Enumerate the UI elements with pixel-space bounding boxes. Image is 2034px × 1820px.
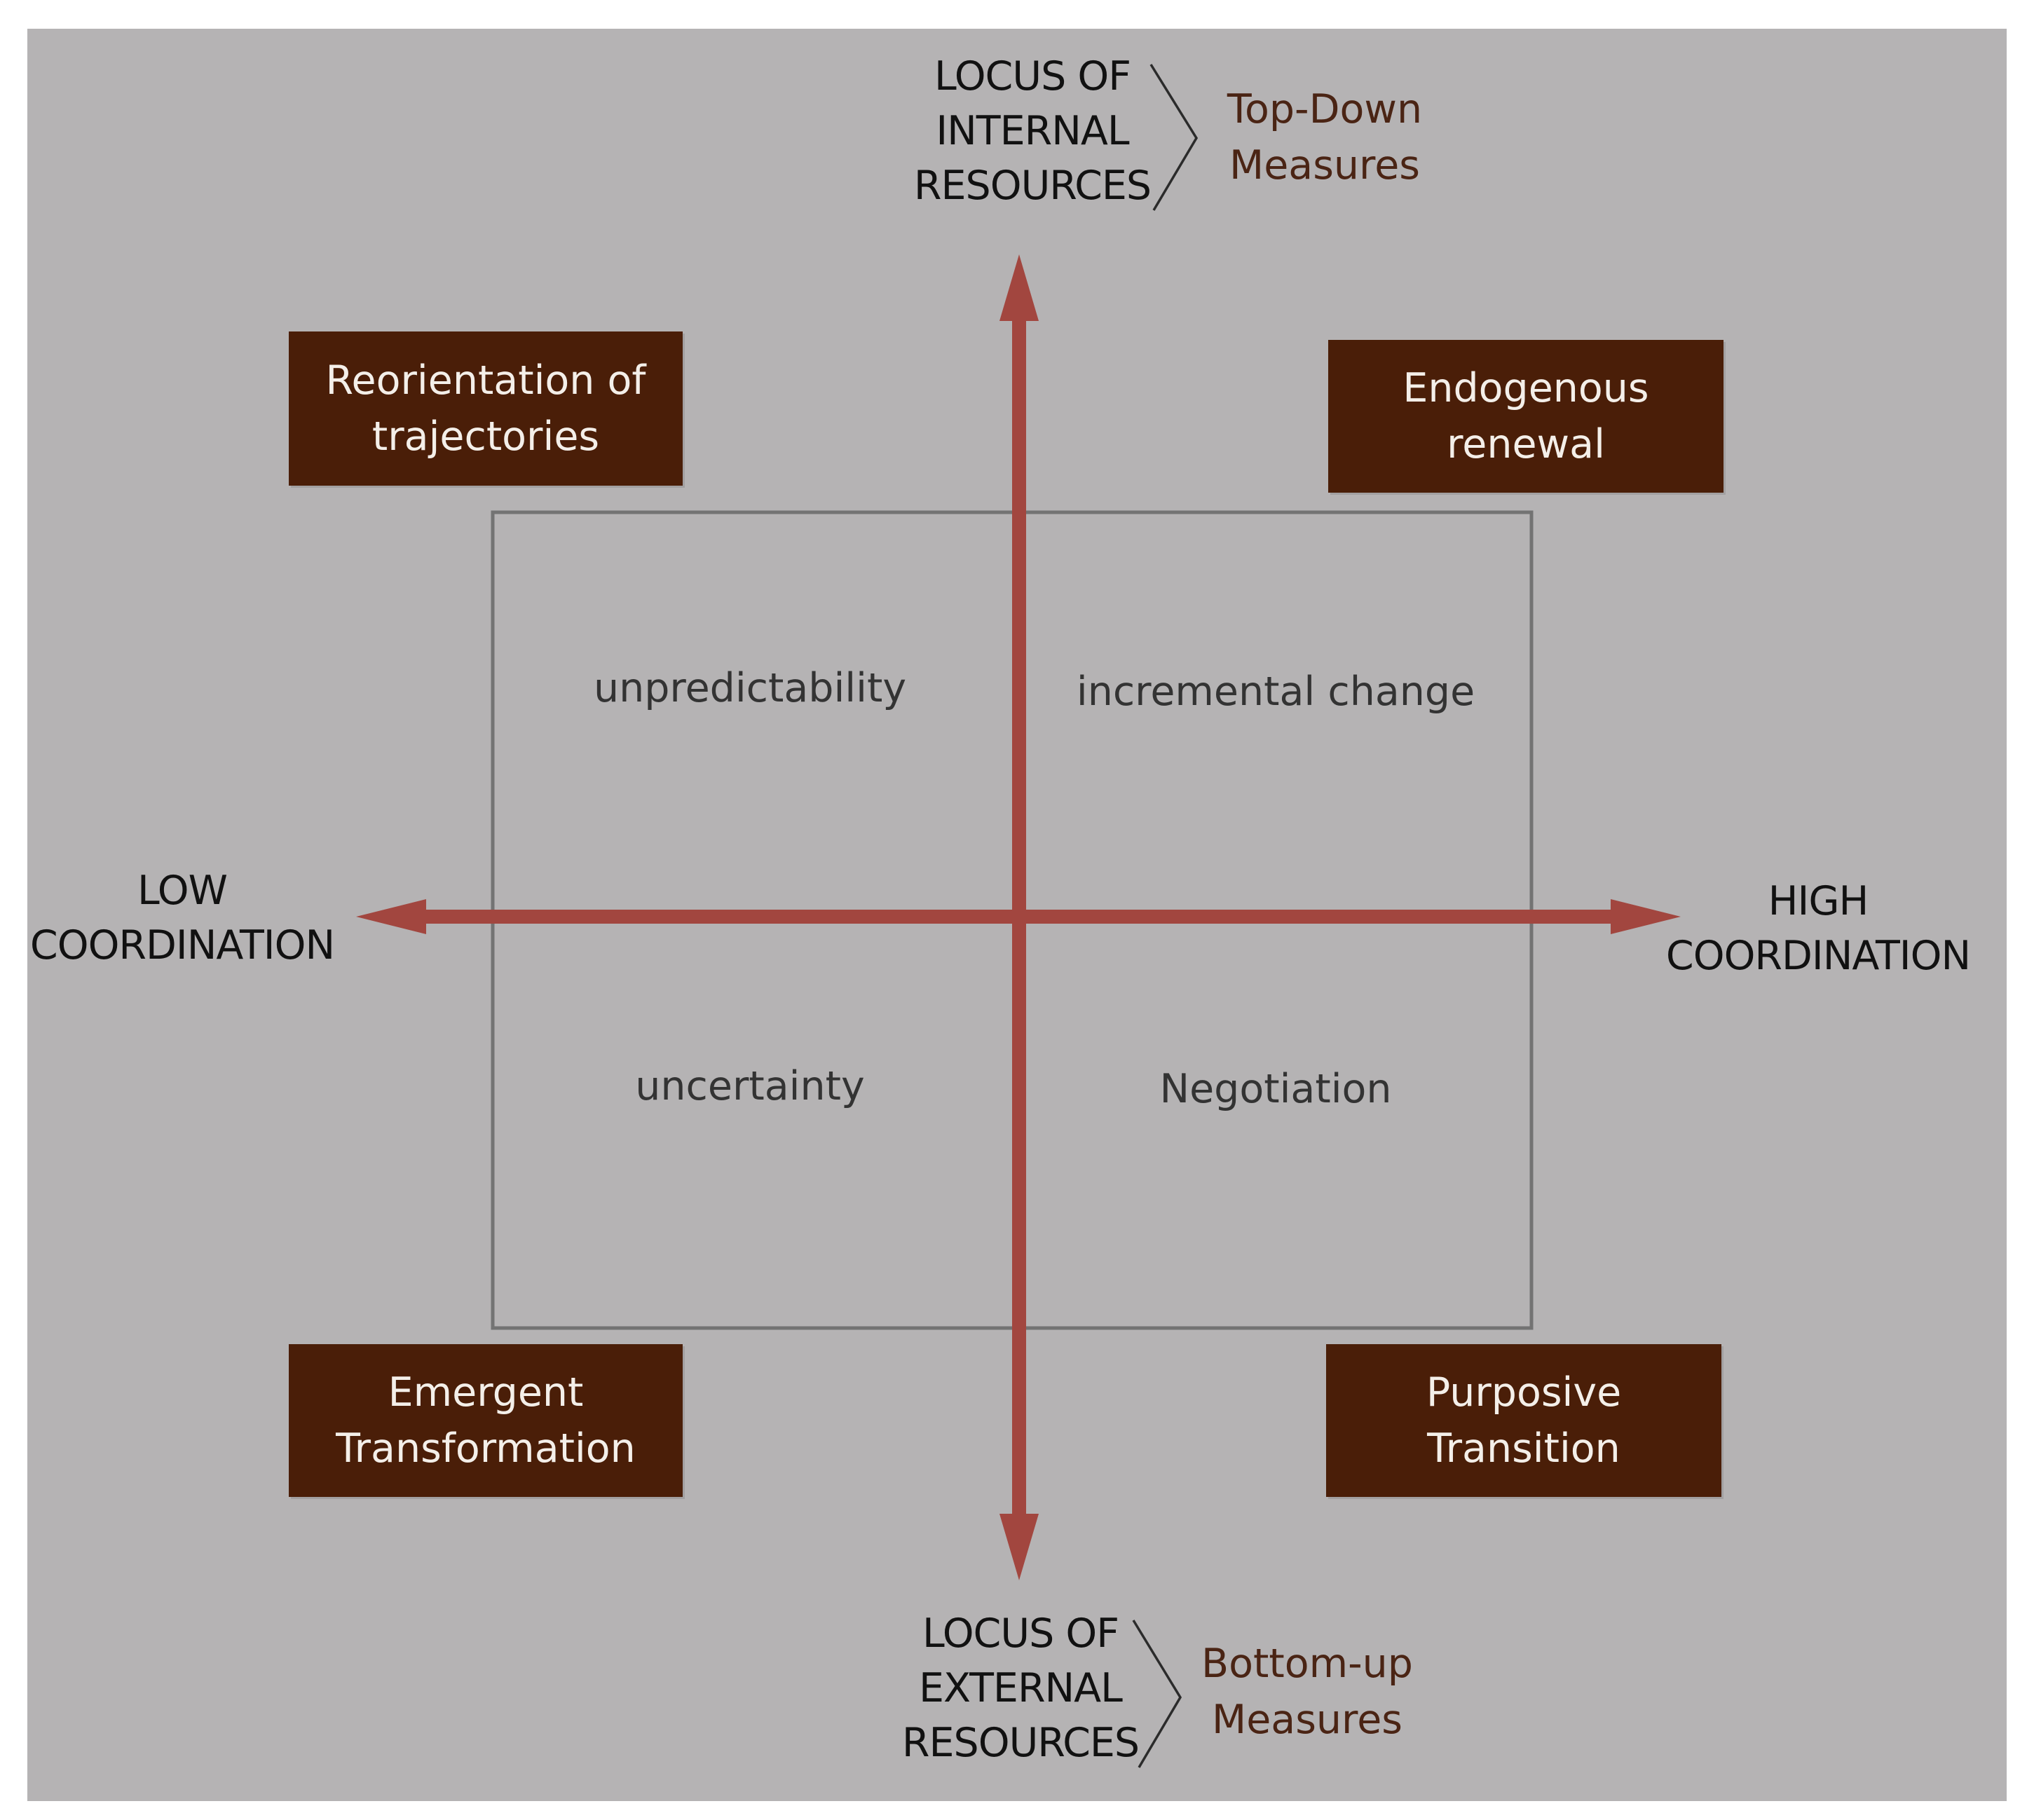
bottom-up-measures-label: Bottom-up Measures (1201, 1641, 1413, 1743)
quadrant-label-incremental-change: incremental change (1076, 669, 1475, 715)
bottom-measure-chevron (1132, 1620, 1182, 1768)
top-down-measures-label: Top-Down Measures (1227, 86, 1423, 189)
horizontal-axis-arrowhead-left (356, 899, 426, 934)
outcome-box-endogenous-renewal: Endogenous renewal (1328, 340, 1724, 493)
axis-label-external-resources: LOCUS OF EXTERNAL RESOURCES (901, 1610, 1140, 1766)
quadrant-label-negotiation: Negotiation (1159, 1066, 1392, 1112)
axis-label-internal-resources: LOCUS OF INTERNAL RESOURCES (913, 53, 1152, 209)
vertical-axis-arrowhead-up (999, 254, 1039, 321)
quadrant-label-unpredictability: unpredictability (593, 665, 907, 711)
quadrant-label-uncertainty: uncertainty (635, 1063, 865, 1109)
horizontal-axis-arrowhead-right (1611, 899, 1681, 934)
vertical-axis-arrowhead-down (999, 1514, 1039, 1580)
outcome-box-purposive-transition: Purposive Transition (1326, 1344, 1721, 1497)
outcome-box-reorientation: Reorientation of trajectories (289, 331, 683, 486)
axis-label-high-coordination: HIGH COORDINATION (1665, 878, 1971, 979)
top-measure-chevron (1149, 64, 1199, 211)
axis-label-low-coordination: LOW COORDINATION (29, 868, 335, 969)
outcome-box-emergent-transformation: Emergent Transformation (289, 1344, 683, 1497)
